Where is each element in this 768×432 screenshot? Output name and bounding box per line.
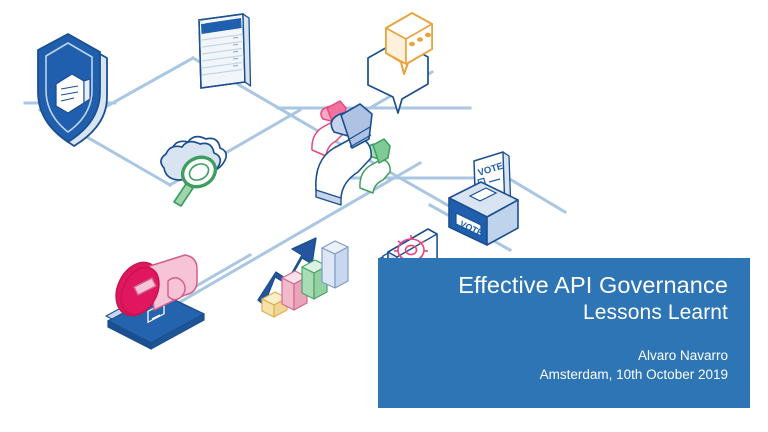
event-location-date: Amsterdam, 10th October 2019 (539, 366, 728, 382)
connector-right-rail (505, 175, 568, 215)
presenter-block: Alvaro Navarro Amsterdam, 10th October 2… (540, 347, 728, 384)
person-blue-icon (315, 103, 373, 206)
connector-long-diagonal (172, 160, 423, 308)
cloud-search-icon (160, 135, 228, 207)
people-group-icon (311, 100, 391, 206)
title-card: Effective API Governance Lessons Learnt … (378, 258, 750, 408)
connector-shield-document (97, 55, 196, 113)
speech-bubbles-icon (367, 12, 433, 114)
shield-document-icon (37, 33, 108, 147)
megaphone-book-icon (105, 254, 205, 350)
page-title: Effective API Governance (458, 272, 728, 298)
page-subtitle: Lessons Learnt (583, 300, 728, 324)
gear-icon (394, 235, 428, 265)
bar-chart-growth-icon (257, 237, 349, 318)
document-form-icon (198, 13, 252, 89)
ballot-box-icon: VOTE VOTE (448, 151, 519, 246)
presenter-name: Alvaro Navarro (637, 347, 728, 363)
